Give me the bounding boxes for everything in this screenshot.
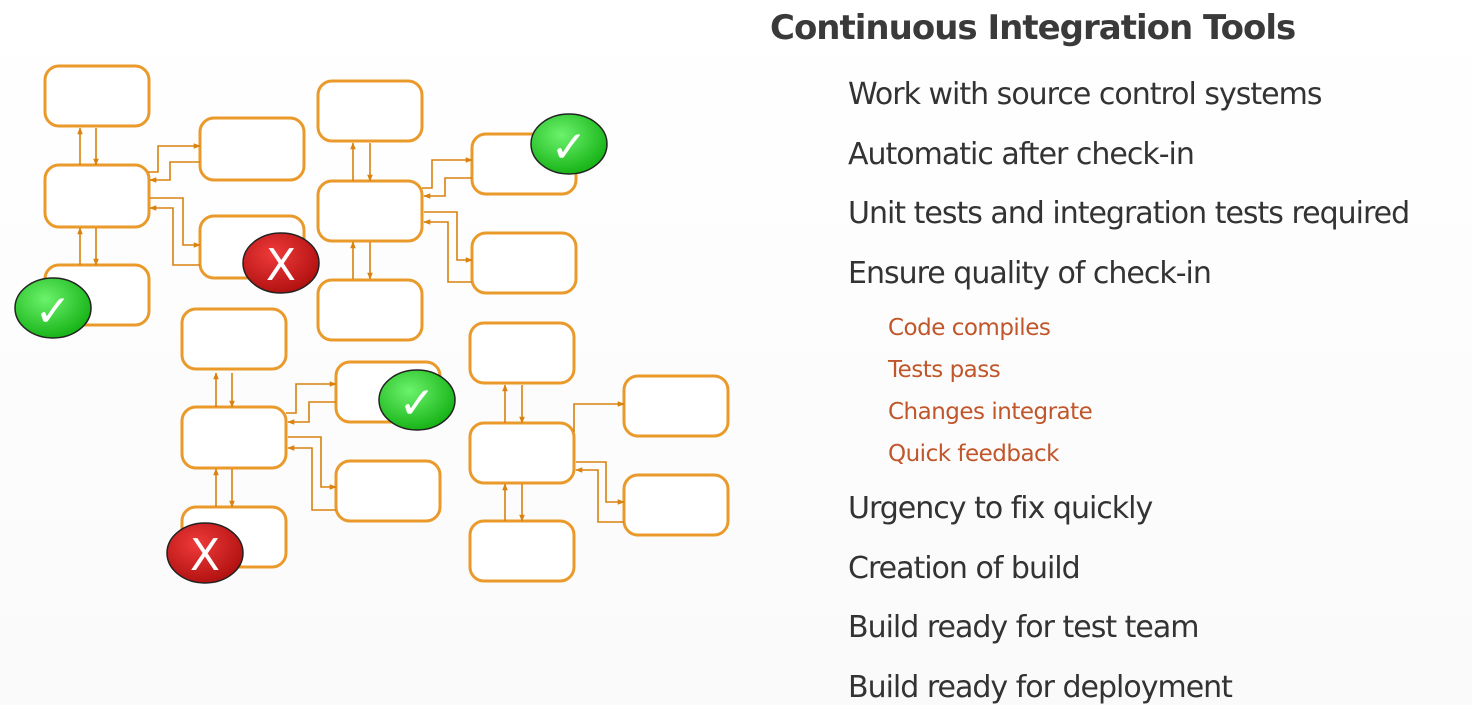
connector [576, 470, 624, 522]
connector [424, 222, 472, 282]
connector [574, 404, 624, 432]
checkmark-icon: ✓ [379, 370, 455, 430]
svg-text:X: X [266, 240, 296, 291]
bullet-item: Unit tests and integration tests require… [848, 193, 1409, 253]
connector [150, 208, 200, 265]
diagram-box [182, 309, 286, 369]
connector [286, 384, 336, 413]
connector [150, 198, 200, 245]
x-mark-icon: X [167, 523, 243, 583]
bullet-item: Automatic after check-in [848, 134, 1409, 194]
diagram-box [318, 181, 422, 241]
diagram-box [45, 66, 149, 126]
diagram-box [318, 81, 422, 141]
connector [288, 448, 336, 510]
diagram-box [470, 323, 574, 383]
bullet-item: Build ready for test team [848, 607, 1409, 667]
connector [148, 146, 200, 172]
diagram-box [45, 165, 149, 227]
diagram-box [318, 280, 422, 340]
x-mark-icon: X [243, 233, 319, 293]
diagram-box [624, 376, 728, 436]
bullet-item: Work with source control systems [848, 74, 1409, 134]
sub-bullet-item: Changes integrate [848, 396, 1409, 438]
diagram-box [182, 407, 286, 468]
diagram-box [200, 118, 304, 180]
ci-diagram: ✓ X ✓ ✓ X [0, 0, 760, 705]
bullet-item: Creation of build [848, 548, 1409, 608]
connector [422, 160, 472, 188]
diagram-box [470, 423, 574, 483]
diagram-box [470, 521, 574, 581]
svg-text:✓: ✓ [551, 122, 588, 173]
connector [576, 462, 624, 502]
svg-text:X: X [190, 530, 220, 581]
bullet-item: Ensure quality of check-in [848, 253, 1409, 313]
bullet-item: Build ready for deployment [848, 667, 1409, 726]
diagram-box [336, 461, 440, 521]
sub-bullet-item: Tests pass [848, 354, 1409, 396]
checkmark-icon: ✓ [531, 114, 607, 174]
checkmark-icon: ✓ [15, 278, 91, 338]
sub-bullet-item: Quick feedback [848, 438, 1409, 488]
diagram-box [472, 233, 576, 293]
slide-title: Continuous Integration Tools [770, 8, 1295, 48]
svg-text:✓: ✓ [399, 378, 436, 429]
diagram-boxes [45, 66, 728, 581]
diagram-box [624, 475, 728, 535]
svg-text:✓: ✓ [35, 286, 72, 337]
bullet-item: Urgency to fix quickly [848, 488, 1409, 548]
bullet-list: Work with source control systems Automat… [848, 74, 1409, 726]
sub-bullet-item: Code compiles [848, 312, 1409, 354]
